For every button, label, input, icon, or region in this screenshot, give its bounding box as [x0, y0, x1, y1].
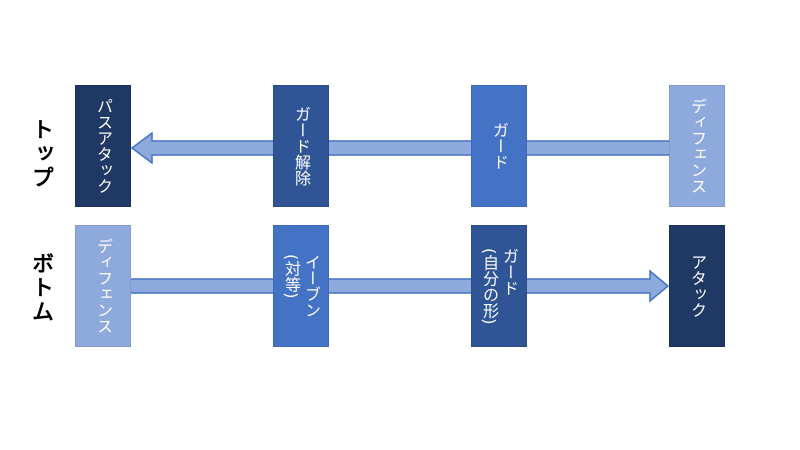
row-label-bottom: ボトム [28, 252, 53, 324]
top-box-pass-attack-label: パスアタック [94, 98, 113, 194]
row-label-top: トップ [28, 118, 53, 190]
bottom-box-attack: アタック [669, 225, 725, 347]
top-box-pass-attack: パスアタック [75, 85, 131, 207]
bottom-box-guard: ガード (自分の形) [471, 225, 527, 347]
bottom-box-guard-label: ガード (自分の形) [480, 247, 519, 325]
bottom-box-attack-label: アタック [688, 254, 707, 318]
top-box-defense-label: ディフェンス [688, 98, 707, 194]
bottom-box-even-label: イーブン (対等) [282, 254, 321, 318]
top-box-guard-label: ガード [490, 122, 509, 170]
bottom-box-defense: ディフェンス [75, 225, 131, 347]
top-box-defense: ディフェンス [669, 85, 725, 207]
top-flow-arrow [130, 131, 701, 165]
top-box-guard: ガード [471, 85, 527, 207]
top-box-guard-release-label: ガード解除 [292, 106, 311, 186]
top-box-guard-release: ガード解除 [273, 85, 329, 207]
bottom-box-defense-label: ディフェンス [94, 238, 113, 334]
bottom-flow-arrow [99, 269, 670, 303]
bottom-box-even: イーブン (対等) [273, 225, 329, 347]
